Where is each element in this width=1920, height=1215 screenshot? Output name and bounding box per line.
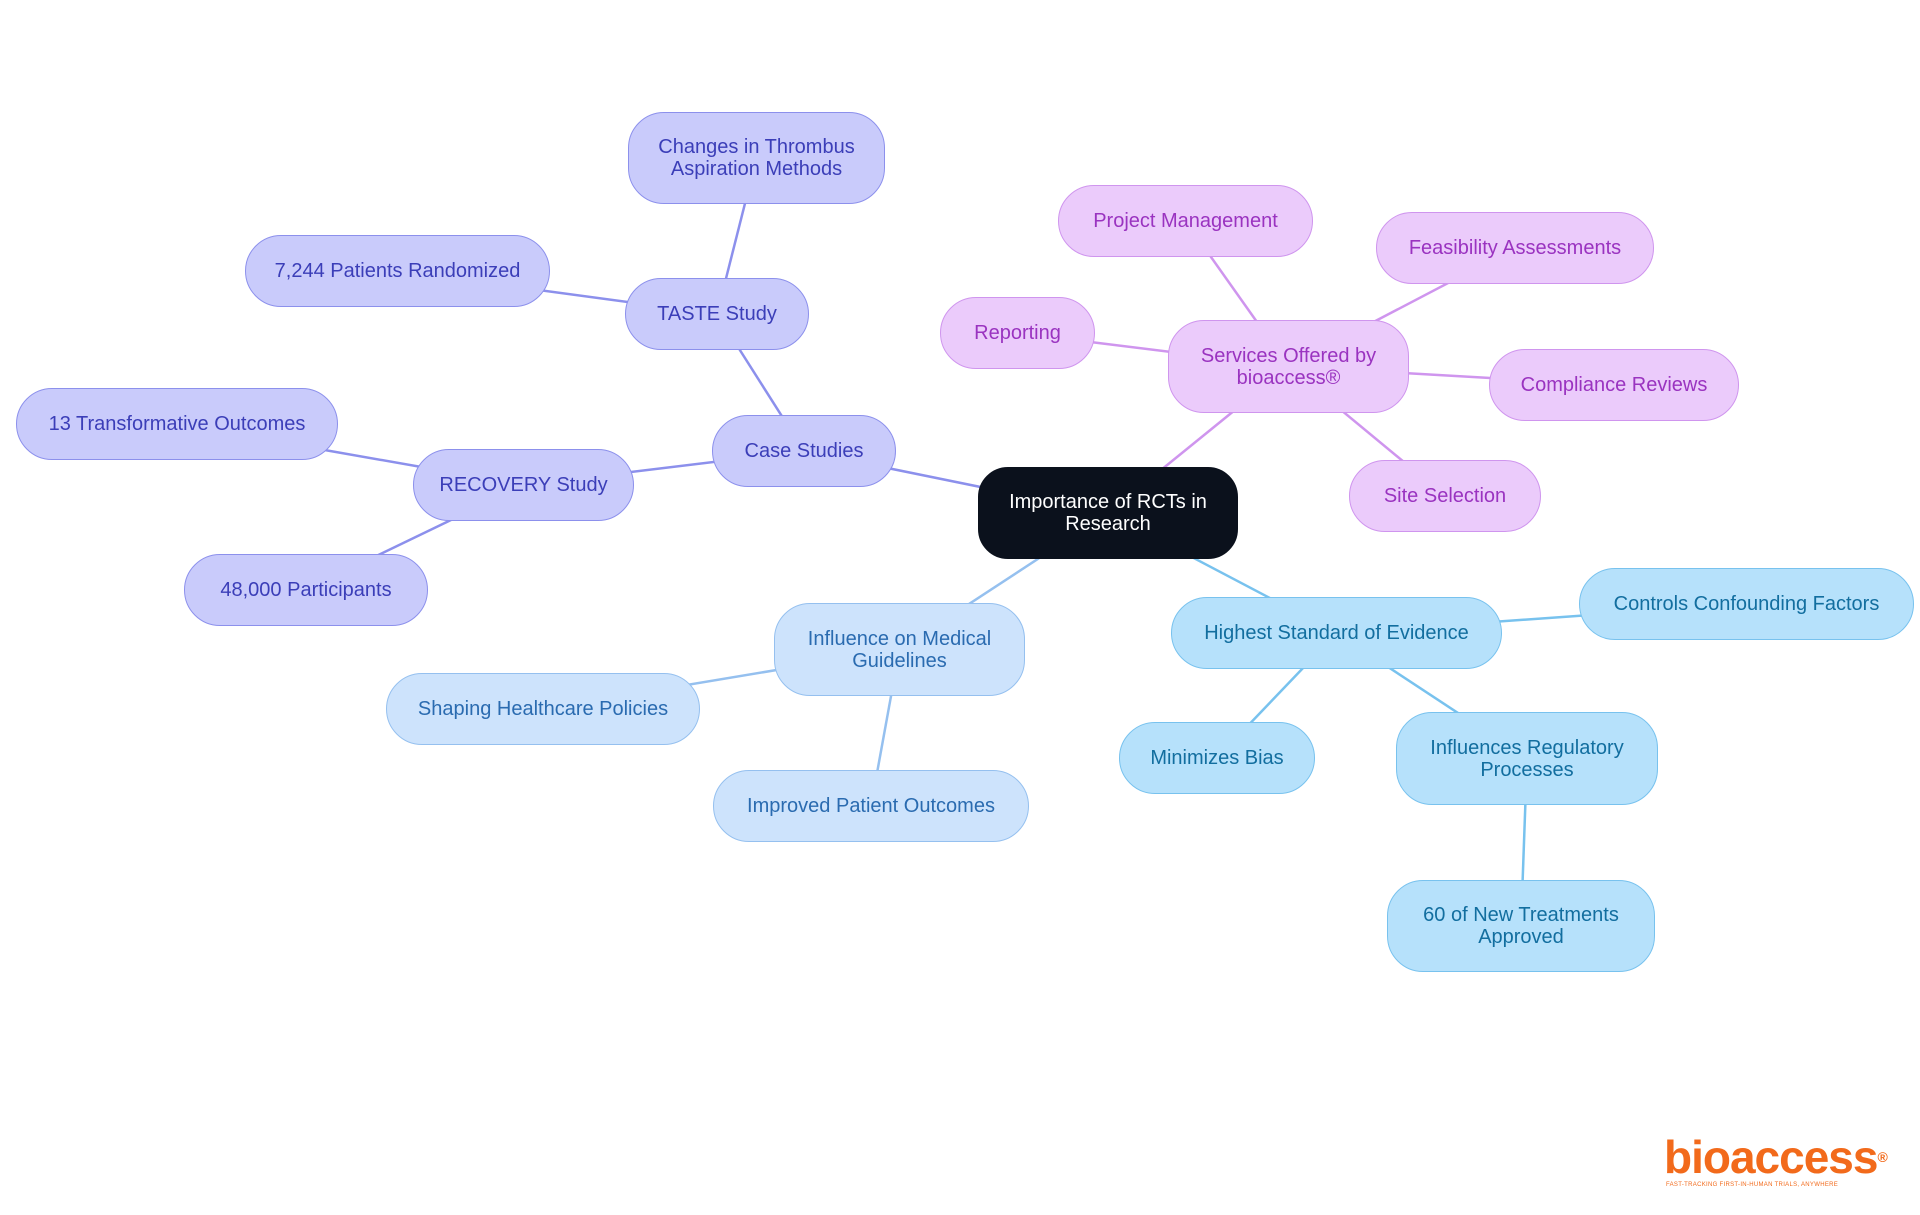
node-feasibility-assessments: Feasibility Assessments [1376,212,1654,284]
branch-services: Services Offered by bioaccess® [1168,320,1409,413]
node-thrombus-aspiration: Changes in Thrombus Aspiration Methods [628,112,885,204]
node-patient-outcomes: Improved Patient Outcomes [713,770,1029,842]
node-compliance-reviews: Compliance Reviews [1489,349,1739,421]
node-healthcare-policies: Shaping Healthcare Policies [386,673,700,745]
node-patients-randomized: 7,244 Patients Randomized [245,235,550,307]
node-project-management: Project Management [1058,185,1313,257]
branch-medical-guidelines: Influence on Medical Guidelines [774,603,1025,696]
node-site-selection: Site Selection [1349,460,1541,532]
branch-highest-evidence: Highest Standard of Evidence [1171,597,1502,669]
root-node: Importance of RCTs in Research [978,467,1238,559]
node-reporting: Reporting [940,297,1095,369]
node-taste-study: TASTE Study [625,278,809,350]
node-recovery-study: RECOVERY Study [413,449,634,521]
node-minimizes-bias: Minimizes Bias [1119,722,1315,794]
node-regulatory-processes: Influences Regulatory Processes [1396,712,1658,805]
node-new-treatments: 60 of New Treatments Approved [1387,880,1655,972]
logo-tagline: FAST-TRACKING FIRST-IN-HUMAN TRIALS, ANY… [1666,1182,1839,1188]
node-confounding-factors: Controls Confounding Factors [1579,568,1914,640]
logo-wordmark: bioaccess® [1664,1131,1888,1183]
branch-case-studies: Case Studies [712,415,896,487]
node-participants: 48,000 Participants [184,554,428,626]
bioaccess-logo: bioaccess® FAST-TRACKING FIRST-IN-HUMAN … [1664,1131,1888,1190]
node-transformative-outcomes: 13 Transformative Outcomes [16,388,338,460]
